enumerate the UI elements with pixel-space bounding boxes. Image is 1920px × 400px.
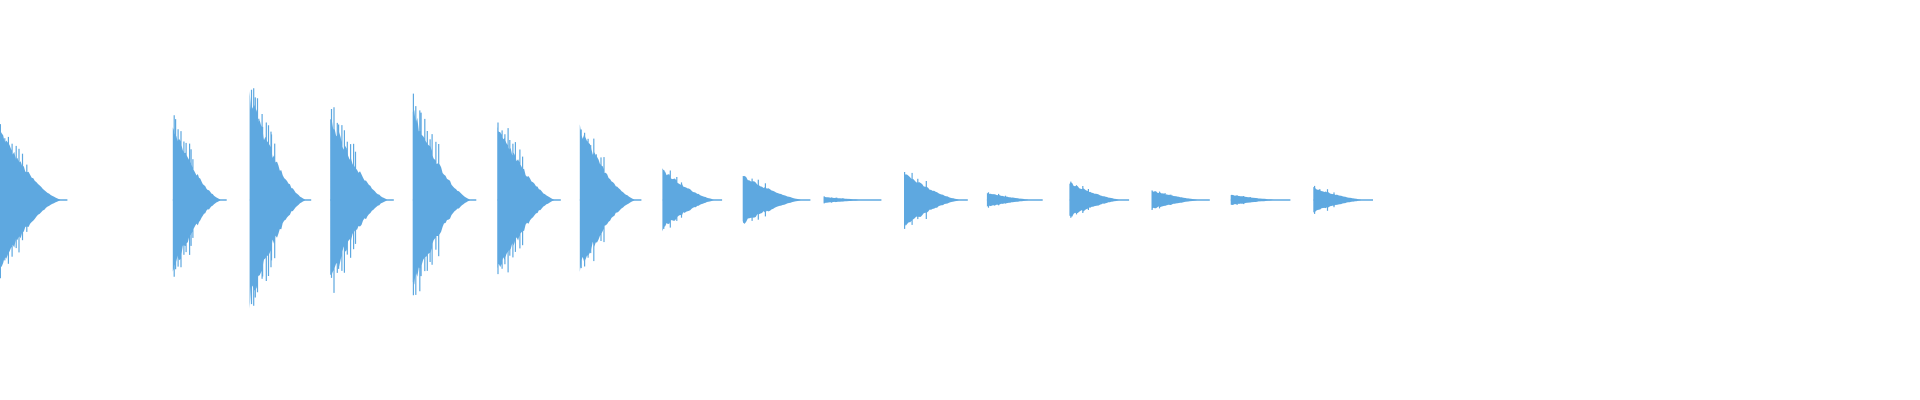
waveform-beat [823, 196, 882, 204]
waveform-beat [986, 192, 1043, 208]
waveform-beat [903, 172, 968, 229]
waveform-envelope [497, 127, 557, 268]
waveform-beat [742, 175, 811, 224]
waveform-beats [0, 88, 1373, 309]
waveform-envelope [0, 130, 64, 267]
waveform-beat [1230, 194, 1291, 205]
waveform-beat [1069, 181, 1130, 218]
waveform-beat [1151, 190, 1210, 210]
waveform-envelope [412, 110, 473, 285]
waveform-beat [172, 115, 227, 277]
waveform-envelope [330, 119, 390, 275]
waveform-beat [579, 124, 642, 272]
waveform-beat [330, 107, 394, 293]
waveform-beat [0, 124, 68, 279]
waveform-beat [1313, 185, 1373, 214]
waveform-beat [412, 93, 477, 296]
waveform-beat [662, 168, 723, 232]
waveform-beat [497, 122, 561, 275]
waveform-beat [249, 88, 312, 309]
